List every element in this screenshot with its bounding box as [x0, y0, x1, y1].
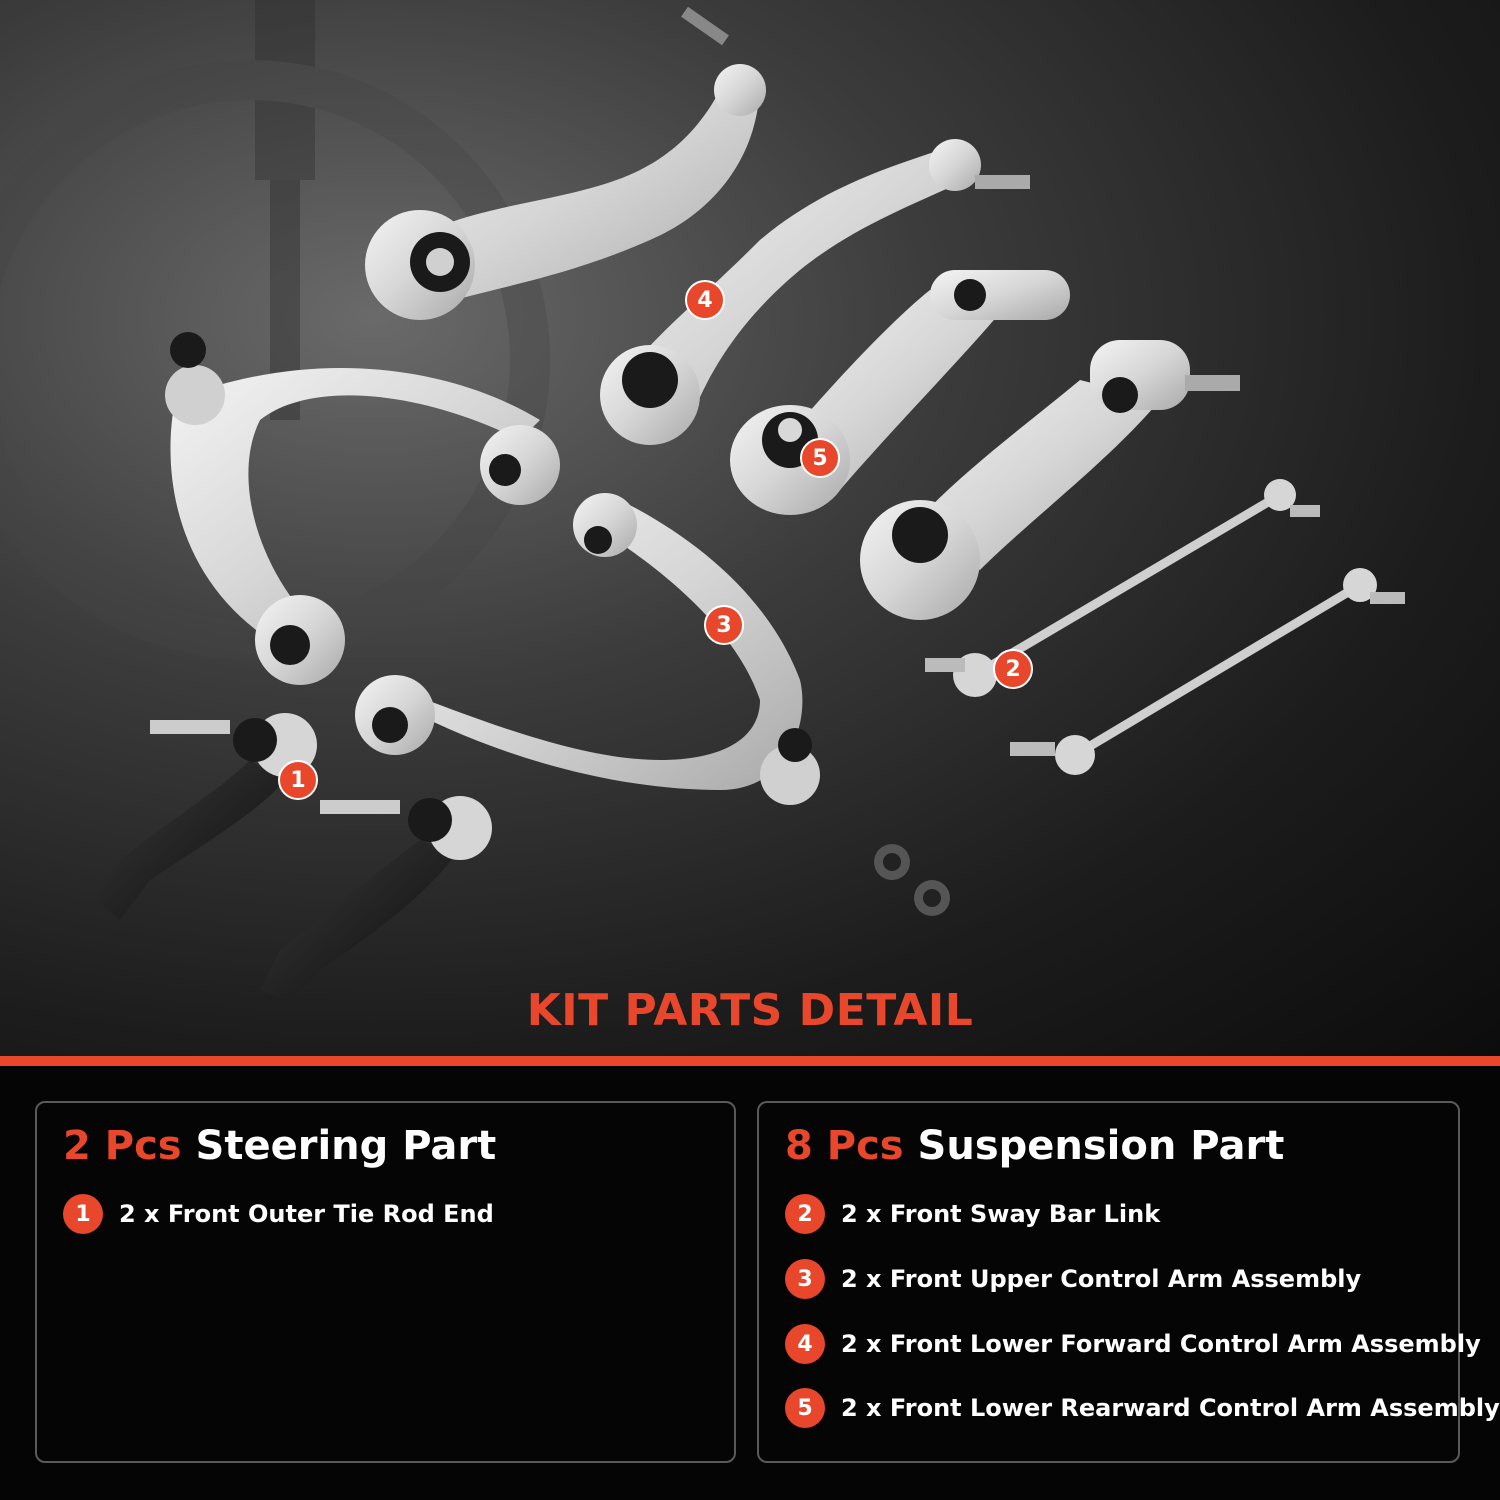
list-item: 1 2 x Front Outer Tie Rod End	[63, 1194, 494, 1234]
suspension-kit-illustration	[0, 0, 1405, 1000]
suspension-label: Suspension Part	[917, 1123, 1285, 1169]
callout-1: 1	[278, 760, 318, 800]
item-text: 2 x Front Sway Bar Link	[841, 1200, 1161, 1228]
details-panel	[0, 1066, 1500, 1500]
callout-5: 5	[800, 438, 840, 478]
steering-qty: 2 Pcs	[63, 1123, 182, 1169]
suspension-heading: 8 Pcs Suspension Part	[785, 1123, 1284, 1169]
upper-control-arm-left	[165, 332, 560, 685]
suspension-qty: 8 Pcs	[785, 1123, 904, 1169]
list-item: 5 2 x Front Lower Rearward Control Arm A…	[785, 1388, 1500, 1428]
background-strut	[0, 0, 550, 660]
upper-curved-arm	[365, 6, 766, 320]
kit-parts-title: KIT PARTS DETAIL	[526, 985, 974, 1036]
list-item: 3 2 x Front Upper Control Arm Assembly	[785, 1259, 1361, 1299]
callout-2: 2	[993, 649, 1033, 689]
lower-forward-arm	[600, 139, 1030, 445]
number-badge: 5	[785, 1388, 825, 1428]
steering-heading: 2 Pcs Steering Part	[63, 1123, 496, 1169]
item-text: 2 x Front Lower Forward Control Arm Asse…	[841, 1330, 1481, 1358]
bushings	[874, 844, 950, 916]
upper-control-arm-right	[355, 493, 820, 805]
callout-3: 3	[704, 605, 744, 645]
rearward-arm-2	[860, 340, 1240, 620]
sway-bar-link-2	[1010, 568, 1405, 775]
list-item: 4 2 x Front Lower Forward Control Arm As…	[785, 1324, 1481, 1364]
sway-bar-link-1	[925, 479, 1320, 697]
accent-divider	[0, 1056, 1500, 1066]
list-item: 2 2 x Front Sway Bar Link	[785, 1194, 1160, 1234]
item-text: 2 x Front Lower Rearward Control Arm Ass…	[841, 1394, 1500, 1422]
suspension-part-card: 8 Pcs Suspension Part 2 2 x Front Sway B…	[757, 1101, 1500, 1463]
number-badge: 1	[63, 1194, 103, 1234]
number-badge: 4	[785, 1324, 825, 1364]
product-photo-area: 4 5 3 2 1	[0, 0, 1500, 1060]
item-text: 2 x Front Outer Tie Rod End	[119, 1200, 494, 1228]
tie-rod-end-1	[95, 713, 317, 920]
steering-label: Steering Part	[195, 1123, 497, 1169]
number-badge: 2	[785, 1194, 825, 1234]
tie-rod-end-2	[260, 796, 492, 1000]
callout-4: 4	[685, 280, 725, 320]
item-text: 2 x Front Upper Control Arm Assembly	[841, 1265, 1362, 1293]
steering-part-card: 2 Pcs Steering Part 1 2 x Front Outer Ti…	[35, 1101, 736, 1463]
number-badge: 3	[785, 1259, 825, 1299]
